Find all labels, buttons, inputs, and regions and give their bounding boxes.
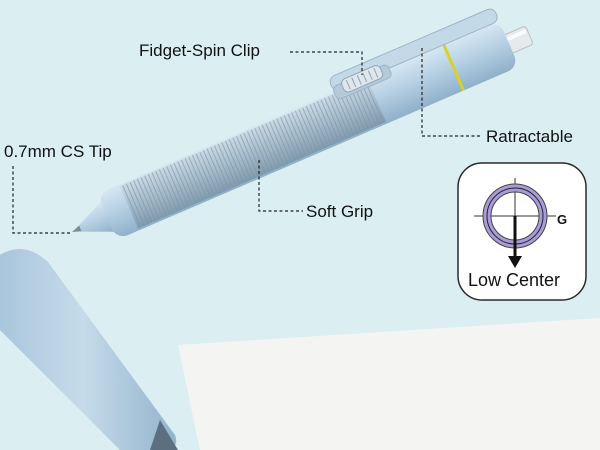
clip-label: Fidget-Spin Clip [139,41,260,60]
gravity-symbol: G [557,212,568,227]
tip-leader [12,166,72,234]
gravity-badge [457,162,587,301]
main-pen [72,8,533,237]
paper-sheet [178,318,600,450]
clip-leader [290,51,363,75]
grip-leader [258,160,303,212]
tip-label: 0.7mm CS Tip [4,142,112,161]
retract-leader [421,48,482,137]
grip-label: Soft Grip [306,202,374,221]
low-center-label: Low Center [468,270,561,290]
callout-lines [12,48,482,234]
second-pen [0,249,178,450]
retractable-label: Ratractable [486,127,573,146]
center-of-gravity-icon [474,178,556,268]
